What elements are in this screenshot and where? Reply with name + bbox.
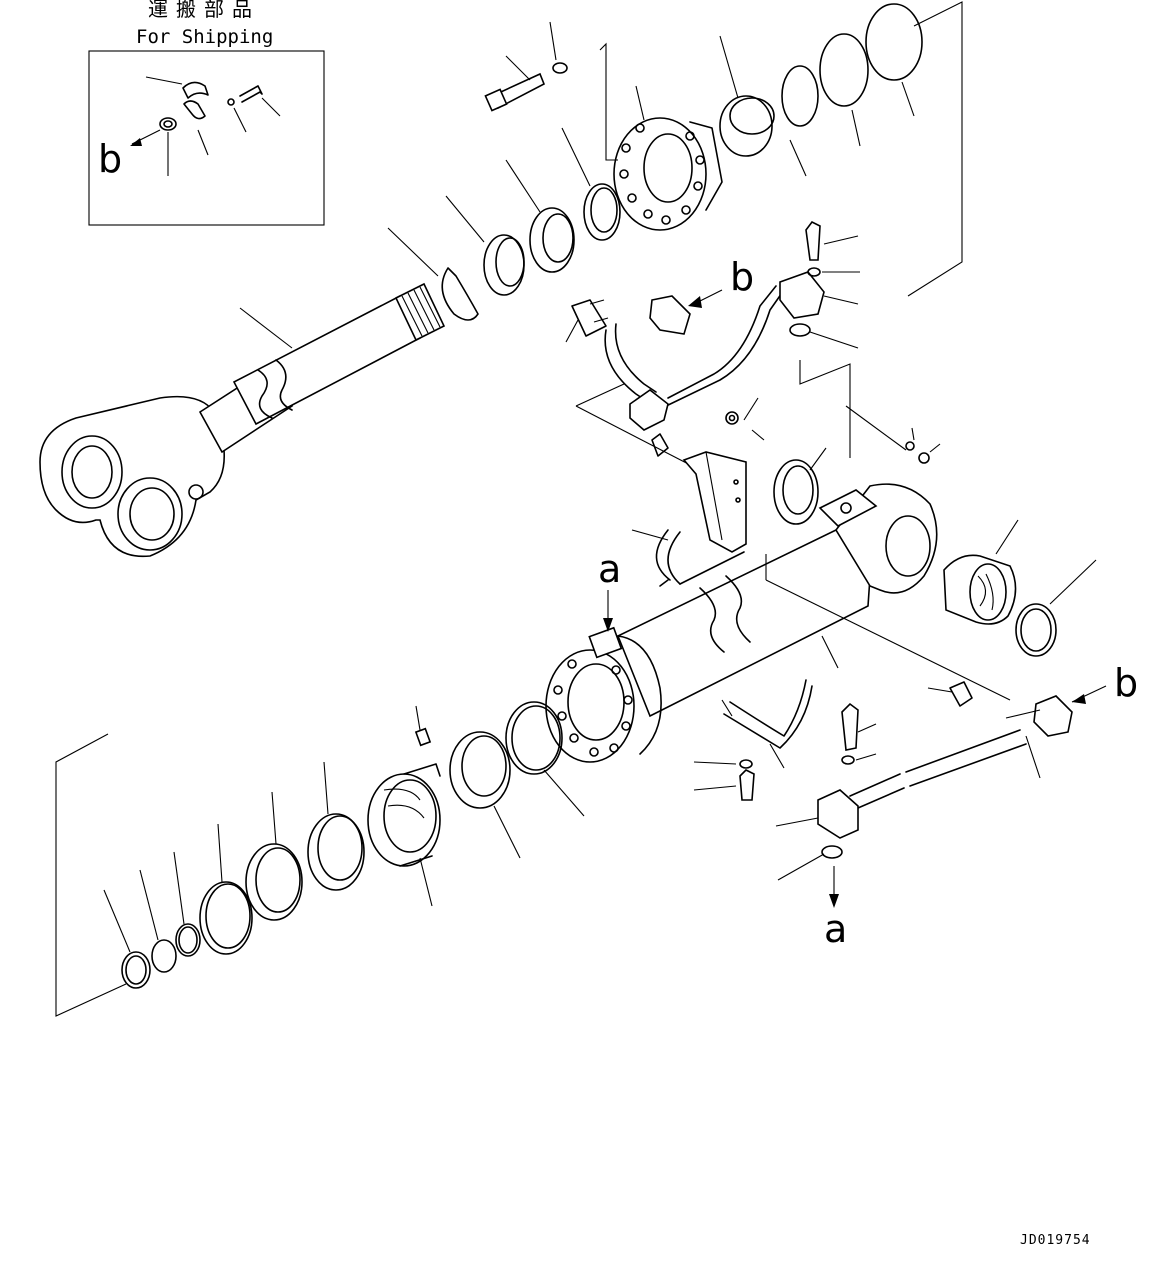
pin-bushing — [943, 554, 1017, 625]
clamp-bolt — [841, 702, 859, 751]
tube-eye — [885, 515, 931, 577]
rod-rings — [239, 1, 963, 349]
lower-pipe-clamp — [723, 679, 813, 749]
shipping-clamp — [182, 81, 209, 99]
pipe-flange-b — [649, 295, 691, 335]
lower-pipe-flange — [1033, 695, 1073, 737]
pipe-clamp — [655, 529, 681, 585]
clip-small — [651, 433, 669, 457]
set-screw — [414, 727, 432, 747]
small-ring — [175, 923, 201, 957]
small-washer — [151, 939, 177, 973]
cylinder-head — [613, 117, 707, 231]
shipping-box — [88, 50, 325, 226]
bracket-nut — [725, 411, 739, 425]
o-ring-lower — [821, 845, 843, 859]
pipe-nut — [629, 389, 669, 431]
piston — [367, 773, 441, 867]
head-washer — [552, 62, 568, 74]
rod-bushing — [483, 234, 525, 296]
lower-split-flange — [817, 789, 859, 839]
snap-ring-2 — [781, 65, 819, 127]
wear-ring — [245, 843, 303, 921]
u-packing — [583, 183, 621, 241]
tube-backup-ring — [449, 731, 511, 809]
backup-ring-2 — [865, 3, 923, 81]
piston-rod — [39, 282, 446, 558]
shipping-bolt — [239, 85, 263, 103]
shipping-washer — [159, 117, 177, 131]
buffer-ring — [529, 207, 575, 273]
lower-clamp — [693, 679, 877, 801]
cylinder-tube: a — [545, 483, 1097, 763]
o-ring — [819, 33, 869, 107]
shipping-lockwasher — [227, 98, 235, 106]
backup-ring — [719, 95, 773, 157]
upper-pipe: b — [565, 220, 860, 471]
shipping-title-en: For Shipping — [136, 26, 273, 48]
ref-b-upper: b — [730, 255, 754, 299]
ref-a-lower: a — [824, 907, 847, 951]
shipping-title-jp: 運搬部品 — [148, 0, 260, 21]
o-ring-upper — [789, 323, 811, 337]
lower-pipe: b a — [775, 661, 1138, 951]
flange-bolt — [805, 220, 821, 261]
end-ring — [121, 951, 151, 989]
ref-b-shipping: b — [98, 137, 122, 181]
piston-ring — [307, 813, 365, 891]
shipping-inset: 運搬部品 For Shipping b — [88, 0, 325, 226]
tube-port — [818, 489, 878, 527]
piston-parts — [55, 701, 585, 1017]
dust-seal-pin — [1015, 603, 1057, 657]
piston-o-ring — [199, 881, 253, 955]
shipping-nut — [183, 100, 206, 120]
pipe-bracket — [631, 397, 941, 587]
split-flange — [779, 271, 825, 319]
snap-ring — [441, 267, 479, 321]
clip-lower — [949, 681, 973, 707]
ref-b-lower: b — [1114, 661, 1138, 705]
drawing-code: JD019754 — [1020, 1233, 1091, 1248]
pipe-clip — [571, 299, 607, 337]
tube-o-ring — [505, 701, 563, 775]
ref-a-upper: a — [598, 547, 621, 591]
